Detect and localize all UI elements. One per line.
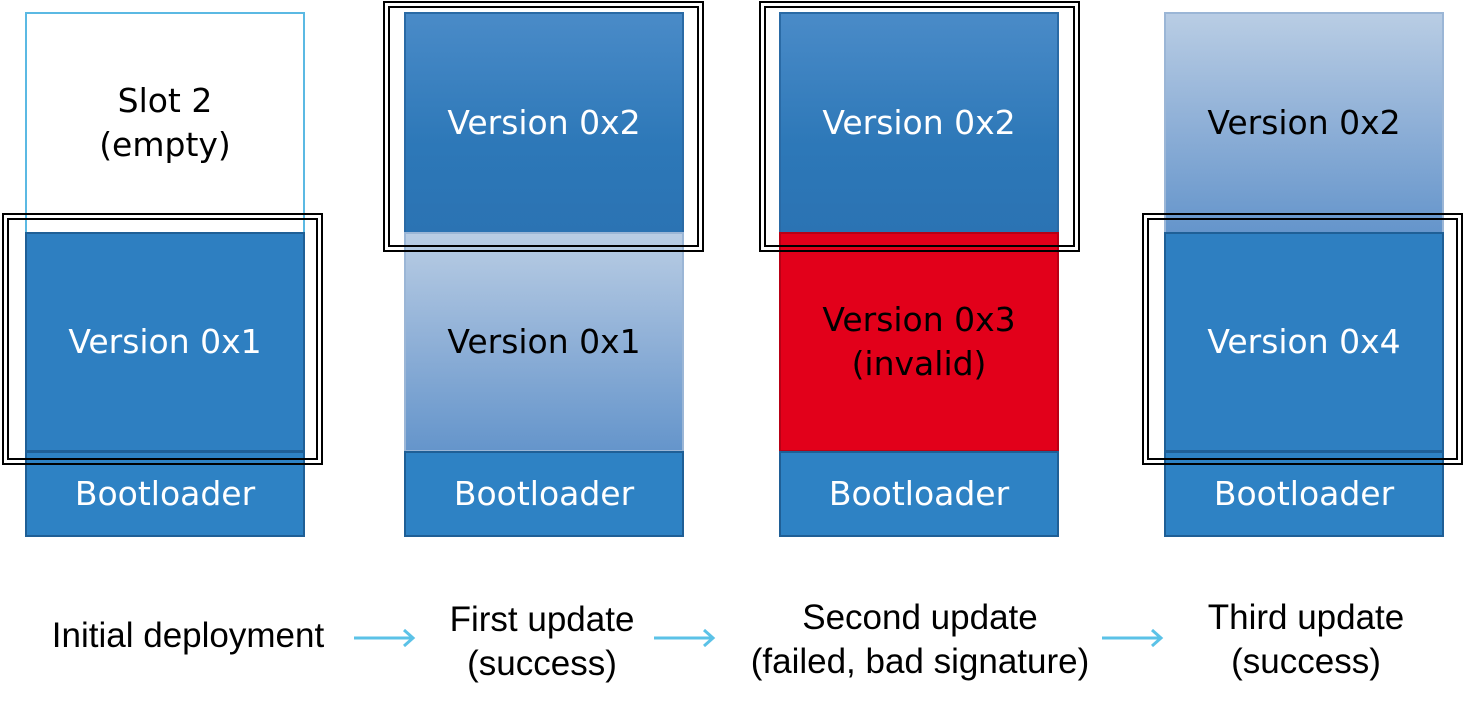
block-line: Version 0x4 bbox=[1207, 322, 1401, 361]
caption-line: (failed, bad signature) bbox=[750, 642, 1090, 681]
slot1-block: Version 0x3 (invalid) bbox=[779, 232, 1059, 452]
bootloader-block: Bootloader bbox=[25, 451, 305, 537]
stage-caption: Initial deployment bbox=[28, 614, 348, 658]
block-line: Version 0x2 bbox=[1207, 103, 1401, 142]
caption-line: First update bbox=[449, 600, 635, 639]
stage-caption: Second update (failed, bad signature) bbox=[730, 596, 1110, 684]
caption-line: (success) bbox=[1231, 642, 1381, 681]
right-arrow-icon bbox=[1102, 628, 1164, 648]
block-line: (empty) bbox=[99, 125, 231, 164]
block-line: Slot 2 bbox=[117, 81, 213, 120]
block-line: Version 0x3 bbox=[822, 300, 1016, 339]
caption-line: Third update bbox=[1207, 598, 1405, 637]
slot2-block: Slot 2 (empty) bbox=[25, 12, 305, 234]
block-line: (invalid) bbox=[851, 344, 987, 383]
right-arrow-icon bbox=[654, 628, 716, 648]
slot1-block: Version 0x4 bbox=[1164, 232, 1444, 452]
stage-caption: Third update (success) bbox=[1166, 596, 1446, 684]
bootloader-block: Bootloader bbox=[779, 451, 1059, 537]
slot2-block: Version 0x2 bbox=[1164, 12, 1444, 234]
caption-line: (success) bbox=[467, 644, 617, 683]
active-slot-frame bbox=[759, 1, 1080, 252]
caption-line: Initial deployment bbox=[51, 616, 325, 655]
bootloader-label: Bootloader bbox=[1213, 474, 1395, 513]
block-line: Version 0x2 bbox=[822, 103, 1016, 142]
bootloader-label: Bootloader bbox=[828, 474, 1010, 513]
bootloader-label: Bootloader bbox=[453, 474, 635, 513]
block-line: Version 0x1 bbox=[447, 322, 641, 361]
right-arrow-icon bbox=[354, 628, 416, 648]
bootloader-block: Bootloader bbox=[1164, 451, 1444, 537]
caption-line: Second update bbox=[802, 598, 1038, 637]
active-slot-frame bbox=[1142, 213, 1463, 465]
bootloader-block: Bootloader bbox=[404, 451, 684, 537]
active-slot-frame bbox=[2, 213, 323, 465]
bootloader-label: Bootloader bbox=[74, 474, 256, 513]
block-line: Version 0x2 bbox=[447, 103, 641, 142]
slot2-block: Version 0x2 bbox=[779, 12, 1059, 234]
slot1-block: Version 0x1 bbox=[25, 232, 305, 452]
active-slot-frame bbox=[383, 1, 704, 252]
block-line: Version 0x1 bbox=[68, 322, 262, 361]
slot1-block: Version 0x1 bbox=[404, 232, 684, 452]
slot2-block: Version 0x2 bbox=[404, 12, 684, 234]
stage-caption: First update (success) bbox=[392, 598, 692, 686]
